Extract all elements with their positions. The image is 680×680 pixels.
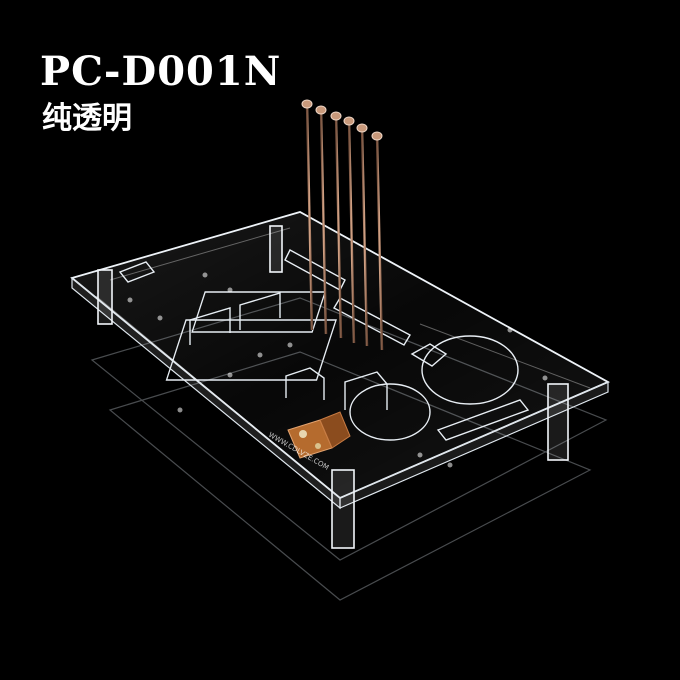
support-legs: [97, 225, 569, 549]
upright-brackets: [189, 292, 388, 410]
pin-caps: [301, 99, 383, 141]
product-variant-label: 纯透明: [42, 101, 132, 136]
power-switch-pcb-icon: [287, 411, 351, 459]
glass-highlights: [95, 227, 591, 491]
standoff-pins-icon: [305, 103, 384, 351]
mounting-holes: [127, 272, 548, 468]
product-model-title: PC-D001N: [40, 48, 282, 95]
top-acrylic-plate: [70, 211, 611, 510]
plate-cutouts: [118, 249, 530, 441]
